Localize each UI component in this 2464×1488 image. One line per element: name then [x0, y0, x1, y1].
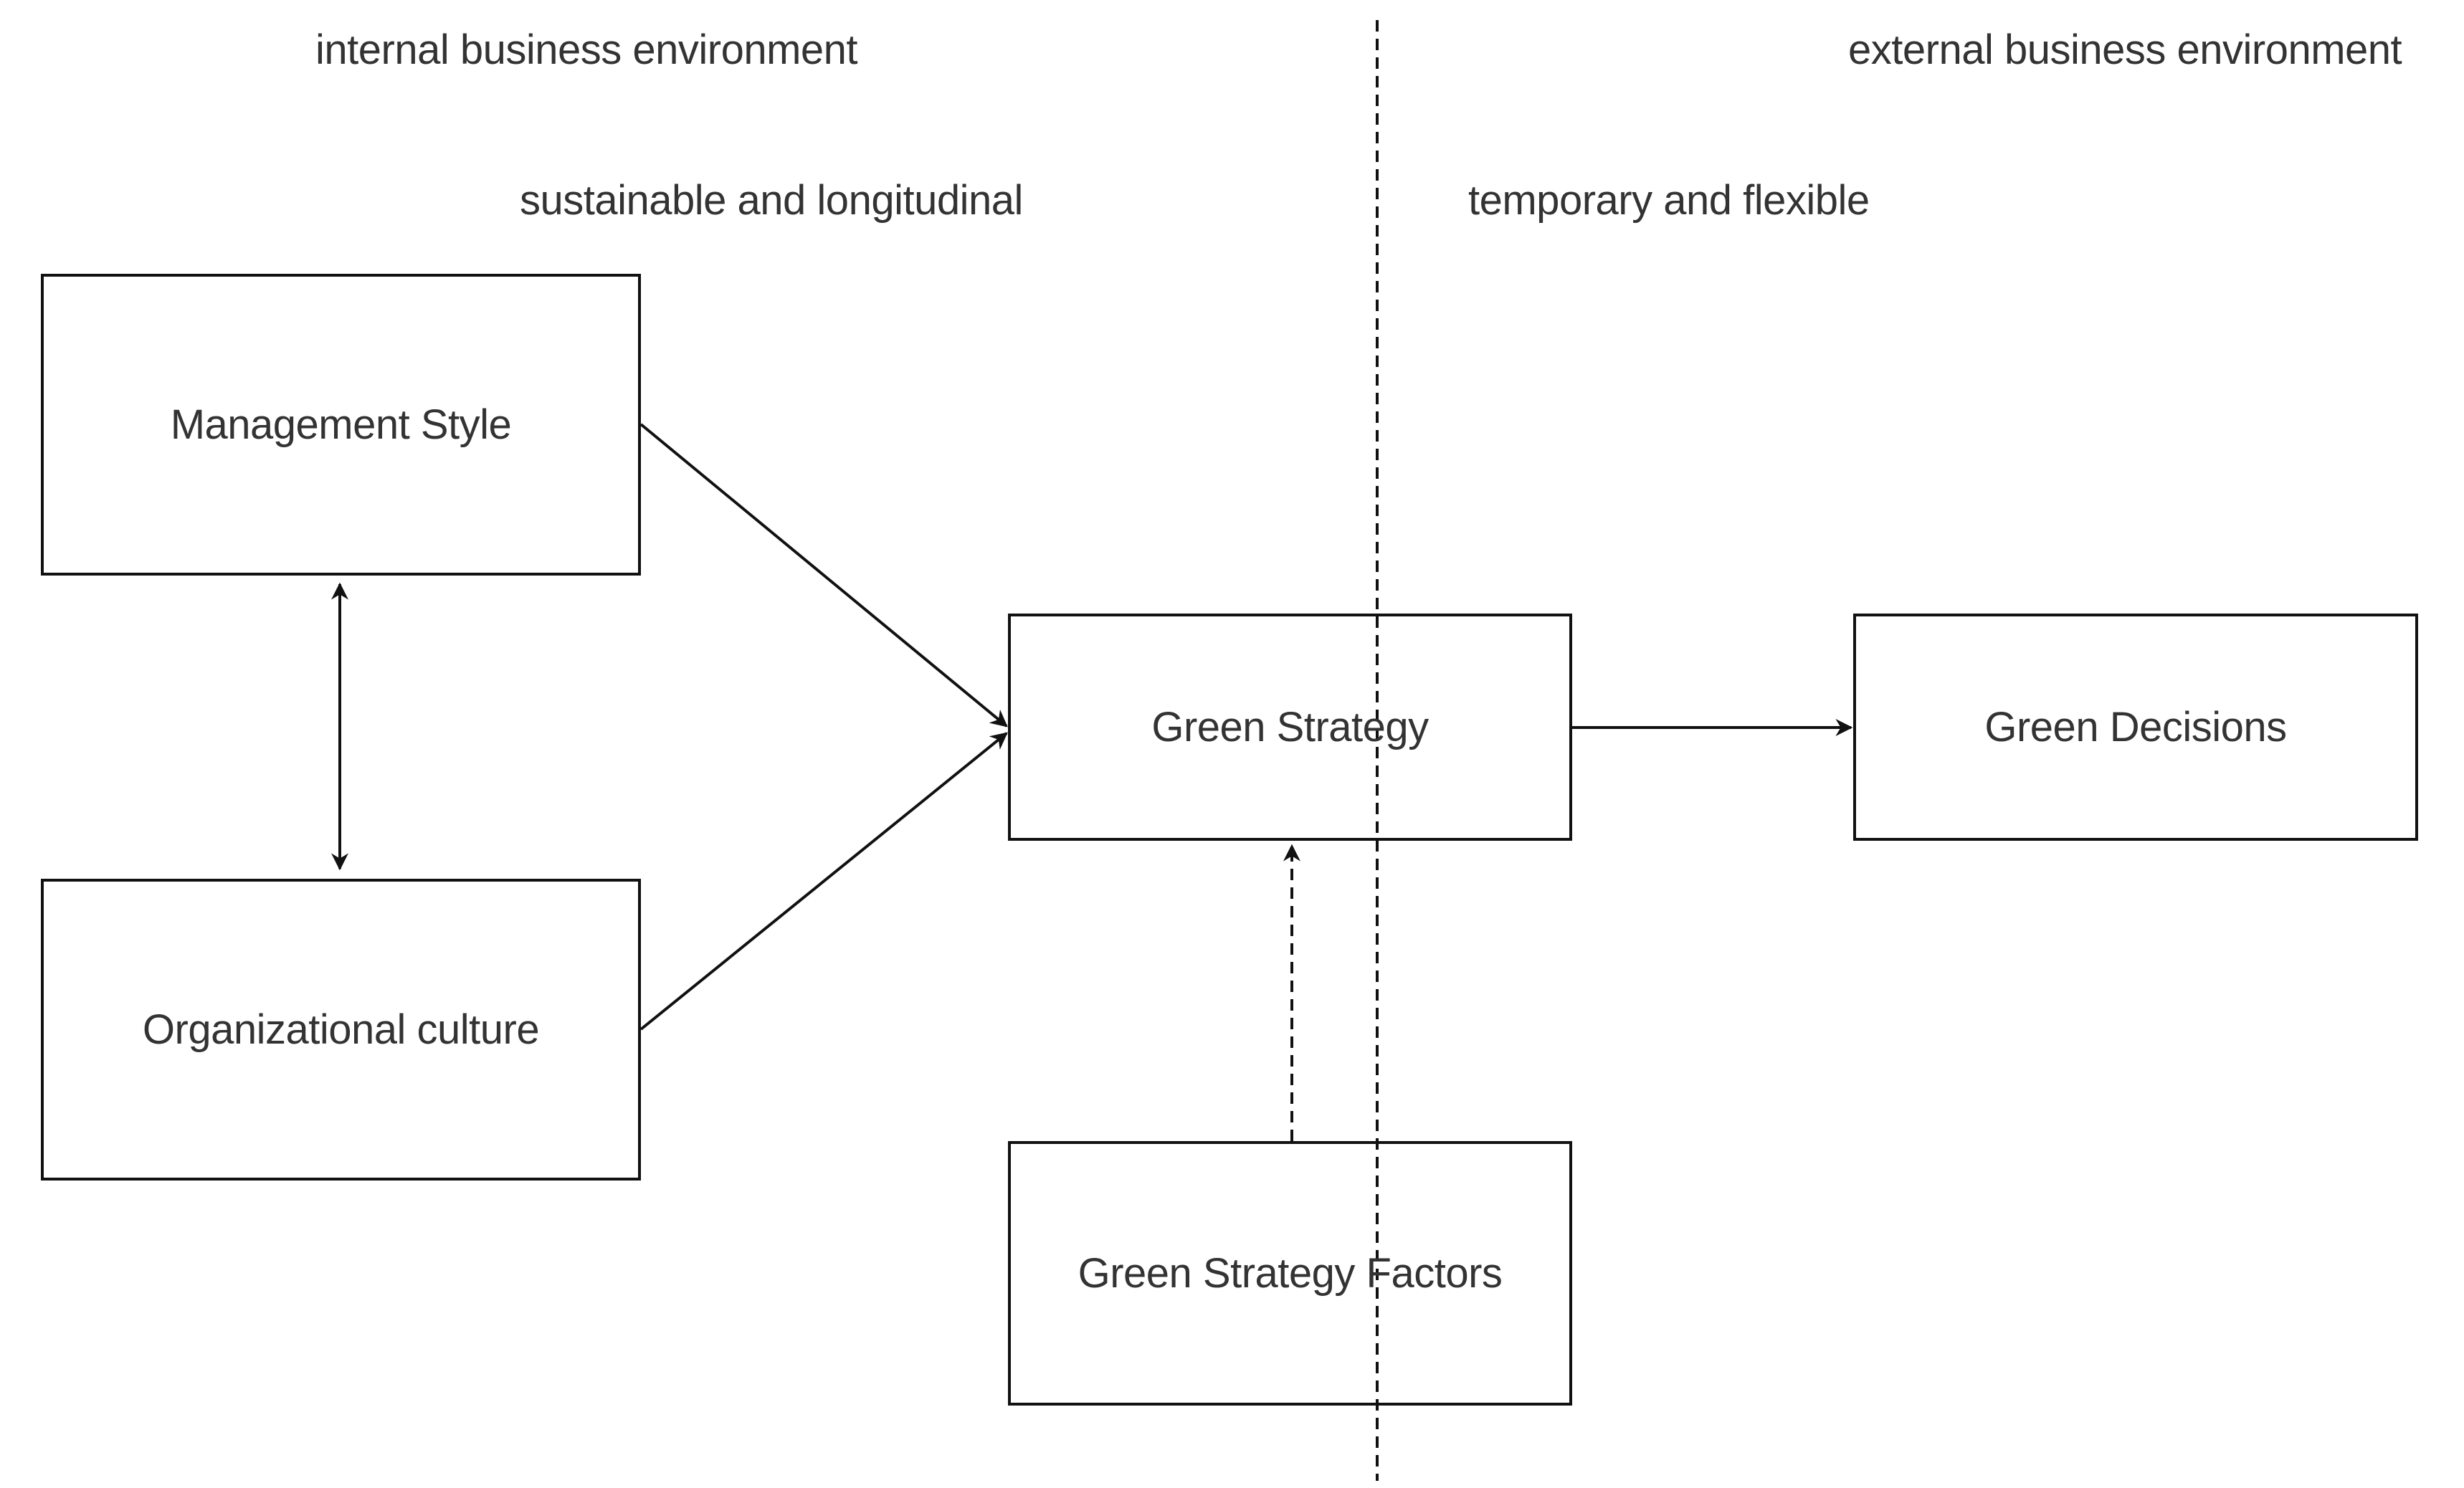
green-strategy-factors-box: Green Strategy Factors — [1008, 1141, 1572, 1406]
organizational-culture-label: Organizational culture — [142, 1006, 540, 1053]
internal-subtitle-label: sustainable and longitudinal — [520, 177, 1023, 224]
organizational-culture-box: Organizational culture — [41, 879, 641, 1181]
green-decisions-box: Green Decisions — [1853, 614, 2418, 841]
external-subtitle-label: temporary and flexible — [1468, 177, 1870, 224]
internal-environment-label: internal business environment — [315, 27, 858, 73]
management-style-label: Management Style — [170, 401, 512, 448]
green-strategy-factors-label: Green Strategy Factors — [1078, 1250, 1503, 1297]
management-style-box: Management Style — [41, 274, 641, 576]
culture-to-strategy-arrow — [639, 732, 1008, 1031]
green-strategy-box: Green Strategy — [1008, 614, 1572, 841]
green-strategy-label: Green Strategy — [1151, 704, 1429, 750]
external-environment-label: external business environment — [1848, 27, 2402, 73]
green-decisions-label: Green Decisions — [1984, 704, 2287, 750]
management-to-strategy-arrow — [639, 423, 1008, 728]
